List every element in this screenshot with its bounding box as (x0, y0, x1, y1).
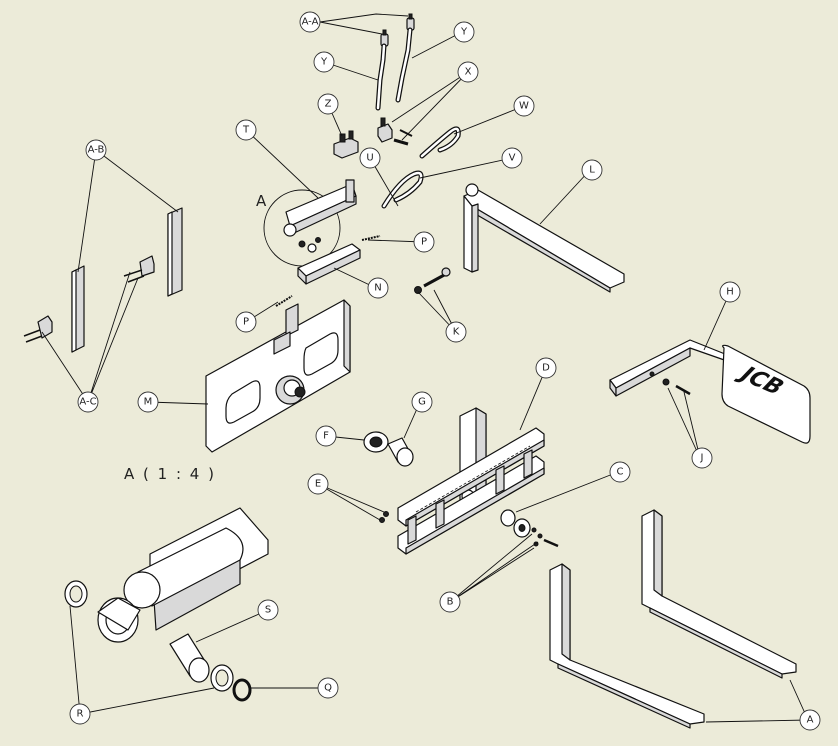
callout-u-label: U (366, 153, 373, 164)
callout-p-1: P (413, 231, 435, 253)
callout-j-label: J (700, 453, 704, 464)
part-detail-a-cylinder (97, 507, 269, 643)
callout-n: N (367, 277, 389, 299)
callout-h: H (719, 281, 741, 303)
detail-scale-label: A ( 1 : 4 ) (124, 465, 216, 483)
part-m-plate (205, 299, 351, 453)
part-aa-couplers (380, 13, 415, 47)
callout-f-label: F (323, 431, 329, 442)
callout-s-label: S (265, 605, 271, 616)
callout-c: C (609, 461, 631, 483)
callout-g-label: G (418, 397, 426, 408)
part-v-hose (381, 170, 424, 209)
callout-z: Z (317, 93, 339, 115)
callout-v-label: V (509, 153, 516, 164)
part-p-pins (275, 235, 381, 307)
callout-s: S (257, 599, 279, 621)
callout-a-a-label: A-A (302, 17, 319, 28)
callout-x: X (457, 61, 479, 83)
part-r-washers (64, 580, 234, 692)
callout-y-1: Y (453, 21, 475, 43)
callout-a-a: A-A (299, 11, 321, 33)
part-g-bushing (387, 437, 414, 467)
callout-t: T (235, 119, 257, 141)
callout-f: F (315, 425, 337, 447)
part-s-bushing (169, 633, 210, 683)
callout-a-c: A-C (77, 391, 99, 413)
part-l-bracket (463, 183, 625, 293)
callout-m-label: M (144, 397, 153, 408)
part-k-bolts (414, 267, 451, 294)
part-h-bracket (609, 339, 731, 397)
detail-view-marker: A (256, 192, 268, 210)
callout-v: V (501, 147, 523, 169)
callout-w-label: W (519, 101, 529, 112)
callout-k-label: K (453, 327, 460, 338)
callout-w: W (513, 95, 535, 117)
part-w-hose (419, 126, 461, 159)
callout-p-2: P (235, 311, 257, 333)
callout-t-label: T (242, 125, 250, 136)
callout-y-2: Y (313, 51, 335, 73)
callout-c-label: C (617, 467, 624, 478)
callout-b: B (439, 591, 461, 613)
part-z-valve (333, 130, 359, 159)
callout-n-label: N (374, 283, 381, 294)
callout-k: K (445, 321, 467, 343)
callout-q-label: Q (324, 683, 332, 694)
part-n-bar (297, 243, 361, 285)
part-a-fork-left (549, 563, 705, 729)
callout-a-c-label: A-C (79, 397, 96, 408)
callout-l: L (581, 159, 603, 181)
part-b-bolts (531, 527, 559, 548)
part-ab-rails (71, 207, 183, 353)
callout-l-label: L (589, 165, 595, 176)
callout-x-label: X (465, 67, 472, 78)
callout-u: U (359, 147, 381, 169)
part-e-bolts (379, 511, 389, 523)
callout-a-b: A-B (85, 139, 107, 161)
leader-lines (41, 13, 809, 723)
callout-e-label: E (315, 479, 321, 490)
part-ac-clips (23, 255, 155, 343)
callout-a-b-label: A-B (88, 145, 105, 156)
callout-g: G (411, 391, 433, 413)
callout-y-2-label: Y (320, 57, 328, 68)
callout-b-label: B (447, 597, 454, 608)
part-x-fittings (377, 117, 413, 146)
part-q-ring (232, 678, 252, 702)
callout-q: Q (317, 677, 339, 699)
part-j-bolts (662, 378, 691, 396)
callout-a-label: A (807, 715, 814, 726)
part-d-carriage (397, 407, 545, 555)
callout-h-label: H (726, 287, 734, 298)
part-y-hoses (375, 27, 413, 111)
callout-p-2-label: P (243, 317, 249, 328)
callout-p-1-label: P (421, 237, 427, 248)
callout-z-label: Z (325, 99, 332, 110)
callout-d: D (535, 357, 557, 379)
part-f-washer (363, 431, 389, 453)
callout-r-label: R (77, 709, 84, 720)
callout-m: M (137, 391, 159, 413)
callout-a: A (799, 709, 821, 731)
part-t-cylinder (263, 179, 357, 267)
callout-e: E (307, 473, 329, 495)
callout-y-1-label: Y (460, 27, 468, 38)
part-c-washers (500, 509, 531, 538)
callout-j: J (691, 447, 713, 469)
callout-r: R (69, 703, 91, 725)
part-jcb-plate: JCB (721, 344, 811, 444)
part-a-fork-right (641, 509, 797, 679)
callout-d-label: D (542, 363, 550, 374)
